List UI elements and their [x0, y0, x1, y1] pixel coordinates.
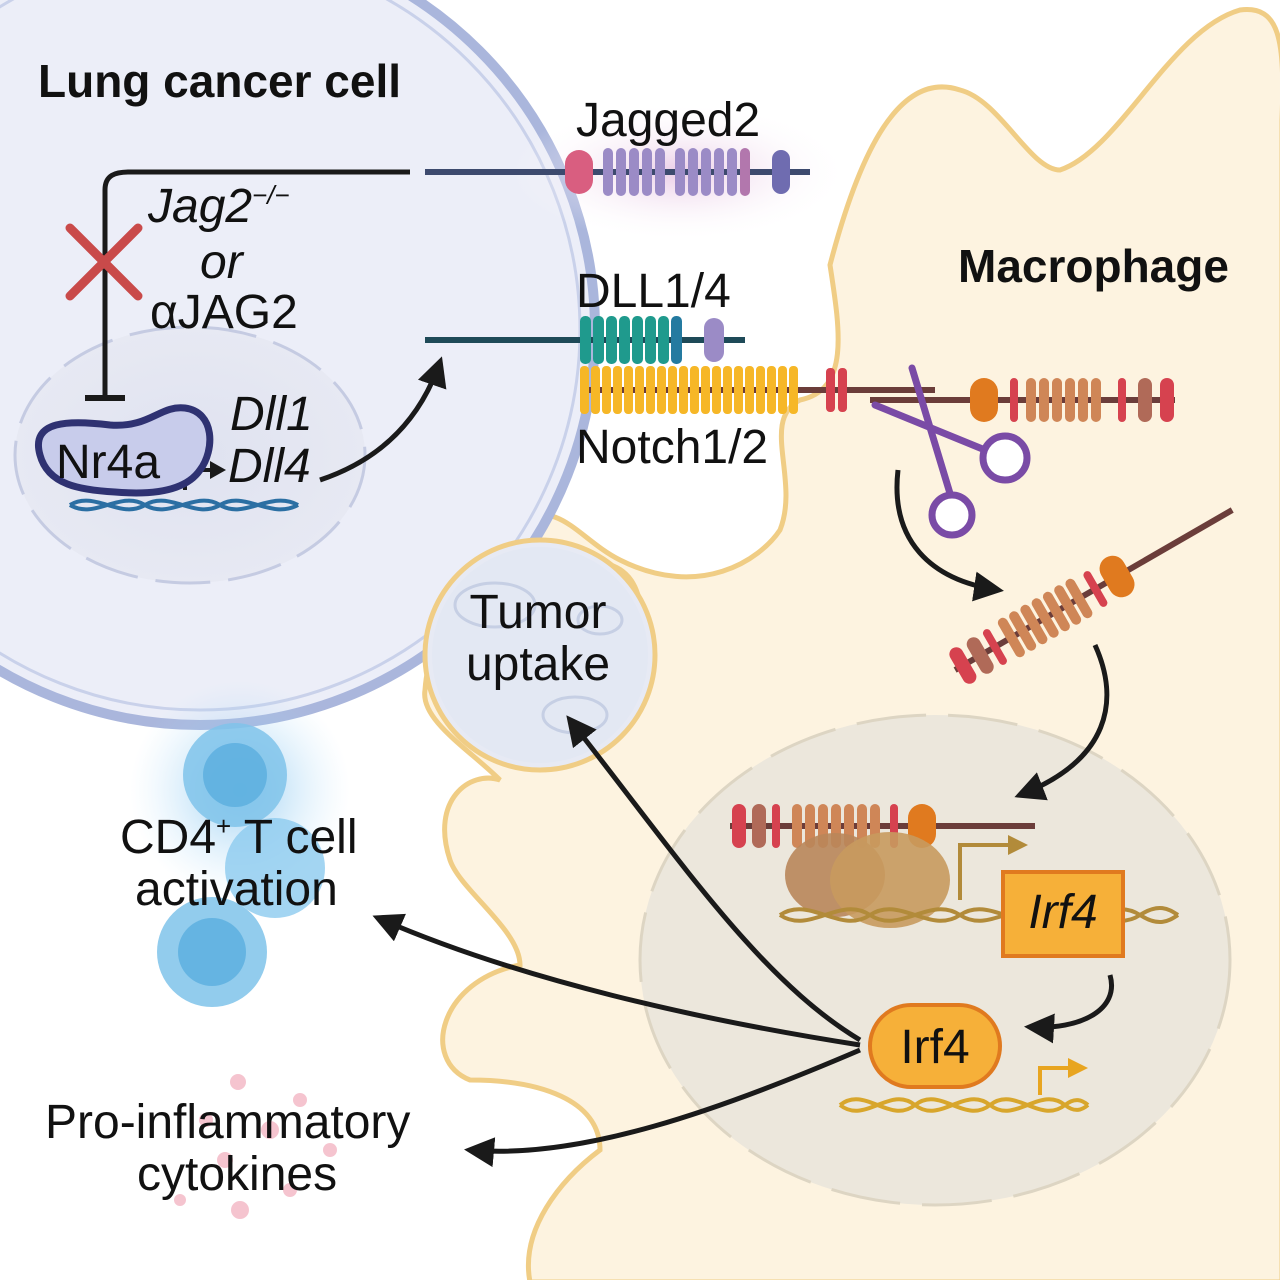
irf4-dna-lower	[838, 1097, 1090, 1113]
jag2-knockout-label: Jag2−/−	[147, 180, 290, 233]
inhibit-cross-icon	[65, 223, 143, 301]
phagosome	[422, 537, 658, 773]
dll1-4-label: DLL1/4	[576, 265, 731, 318]
irf4-protein-label: Irf4	[900, 1021, 969, 1074]
nr4a-label: Nr4a	[56, 436, 160, 489]
dll1-gene-label: Dll1	[230, 388, 313, 441]
tumor-uptake-line1: Tumor	[470, 586, 607, 639]
lung-cancer-cell-label: Lung cancer cell	[38, 55, 401, 107]
irf4-gene-label: Irf4	[1028, 886, 1097, 939]
irf4-dna	[778, 905, 1180, 925]
irf4-gene-box	[1001, 870, 1125, 958]
notch-egf-domains	[580, 366, 798, 414]
tumor-uptake-line2: uptake	[466, 638, 610, 691]
pathway-arrows	[319, 356, 1114, 1168]
or-label: or	[200, 236, 245, 289]
irf4-protein	[868, 1003, 1002, 1089]
macrophage-nucleus	[638, 713, 1232, 1207]
cytokines-label-line2: cytokines	[137, 1148, 337, 1201]
notch1-2-label: Notch1/2	[576, 421, 768, 474]
cancer-dna	[68, 498, 299, 512]
scissors-icon	[871, 364, 1031, 539]
dll-domains	[580, 316, 724, 364]
t-cells	[130, 680, 350, 1007]
cd4-label-line2: activation	[135, 863, 338, 916]
nr4a-protein	[34, 404, 214, 497]
anti-jag2-label: αJAG2	[150, 286, 298, 339]
jagged2-egf-domains	[603, 148, 790, 196]
cytokine-dots	[174, 1074, 337, 1219]
cytokines-label-line1: Pro-inflammatory	[45, 1096, 410, 1149]
cleaved-nicd	[949, 507, 1234, 684]
cd4-label-line1: CD4+ T cell	[120, 811, 358, 864]
macrophage-label: Macrophage	[958, 240, 1229, 292]
jagged2-label: Jagged2	[576, 94, 760, 147]
dll4-gene-label: Dll4	[228, 440, 311, 493]
